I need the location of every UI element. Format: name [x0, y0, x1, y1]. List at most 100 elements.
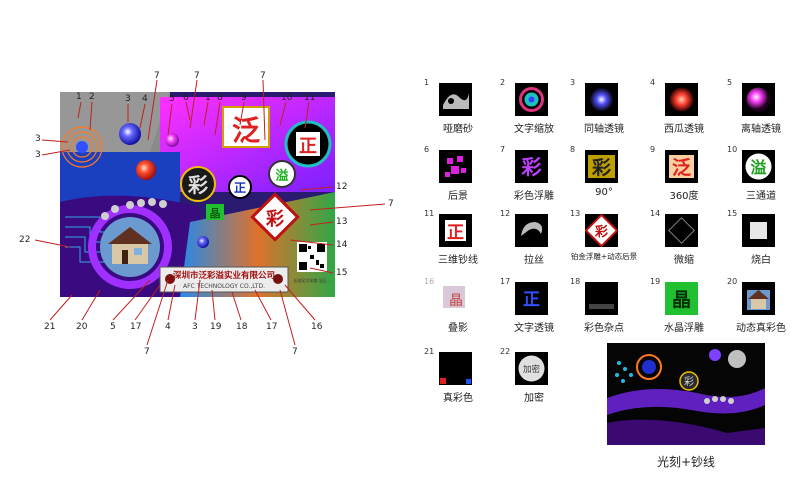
3d-banknote-line-icon: 正 — [439, 214, 472, 247]
dynamic-true-color-icon — [742, 282, 775, 315]
legend-item-overlap-shadow: 16 晶 叠影 — [424, 277, 502, 348]
svg-text:泛: 泛 — [672, 157, 691, 179]
legend-item-crystal-relief: 19 晶 水晶浮雕 — [650, 277, 704, 334]
legend-item-ninety-degree: 8 彩 90° — [570, 145, 648, 216]
burn-white-icon — [742, 214, 775, 247]
legend-item-brushed: 12 拉丝 — [500, 209, 578, 280]
callout-number: 18 — [236, 322, 248, 332]
callout-number: 6 — [183, 93, 189, 103]
platinum-relief-icon: 彩 — [584, 213, 619, 248]
legend-item-three-sixty: 9 泛 360度 — [650, 145, 699, 202]
callout-number: 22 — [19, 235, 31, 245]
legend-item-matte-sand: 1 哑磨砂 — [424, 78, 473, 135]
qr-caption: 长安区文化路 法正... — [293, 277, 330, 283]
callout-number: 15 — [336, 268, 348, 278]
callout-number: 4 — [142, 94, 148, 104]
callout-number: 7 — [194, 71, 200, 81]
legend-item-coaxial-lens: 3 同轴透镜 — [570, 78, 624, 135]
callout-number: 7 — [388, 199, 394, 209]
anti-counterfeit-card: 泛 正 彩 正 溢 晶 彩 — [60, 92, 335, 297]
callout-number: 7 — [144, 347, 150, 357]
fan-glyph: 泛 — [232, 114, 260, 147]
callout-number: 4 — [165, 322, 171, 332]
legend-item-color-relief: 7 彩 彩色浮雕 — [500, 145, 554, 202]
coaxial-lens-icon — [585, 83, 618, 116]
ninety-degree-icon: 彩 — [585, 150, 618, 183]
callout-number: 8 — [217, 93, 223, 103]
callout-number: 17 — [130, 322, 142, 332]
callout-number: 3 — [125, 94, 131, 104]
legend-item-micro-text: 14 微缩 — [650, 209, 728, 280]
diamond-cai-glyph: 彩 — [265, 209, 284, 230]
svg-text:正: 正 — [523, 290, 540, 310]
background-icon — [439, 150, 472, 183]
callout-number: 19 — [210, 322, 222, 332]
svg-text:彩: 彩 — [591, 157, 611, 179]
svg-text:彩: 彩 — [521, 155, 542, 179]
legend-item-color-noise: 18 彩色杂点 — [570, 277, 624, 334]
svg-text:溢: 溢 — [750, 158, 766, 177]
zheng-glyph-small: 正 — [234, 181, 246, 195]
legend-item-encrypted: 22 加密 加密 — [500, 347, 578, 418]
laser-banknote-preview: 彩 — [607, 343, 765, 445]
cai-glyph: 彩 — [187, 173, 208, 197]
color-noise-icon — [585, 282, 618, 315]
callout-number: 7 — [292, 347, 298, 357]
crystal-relief-icon: 晶 — [665, 282, 698, 315]
svg-text:晶: 晶 — [449, 293, 463, 309]
matte-sand-icon — [439, 83, 472, 116]
callout-number: 2 — [89, 92, 95, 102]
watermelon-lens-dot — [136, 160, 156, 180]
preview-cai-glyph: 彩 — [684, 376, 694, 388]
company-name-en: AFC TECHNOLOGY CO.,LTD. — [183, 283, 265, 290]
callout-number: 3 — [35, 150, 41, 160]
three-channel-icon: 溢 — [742, 150, 775, 183]
off-axis-lens-icon — [742, 83, 775, 116]
svg-text:加密: 加密 — [523, 364, 541, 375]
encrypted-icon: 加密 — [515, 352, 548, 385]
callout-number: 7 — [260, 71, 266, 81]
legend-item-true-color: 21 真彩色 — [424, 347, 473, 404]
company-plate — [159, 266, 289, 293]
legend-item-background: 6 后景 — [424, 145, 502, 216]
callout-number: 17 — [266, 322, 278, 332]
legend-item-burn-white: 15 烧白 — [727, 209, 800, 280]
preview-caption: 光刻+钞线 — [656, 455, 716, 469]
callout-number: 13 — [336, 217, 348, 227]
brushed-icon — [515, 214, 548, 247]
coaxial-lens-dot — [119, 123, 141, 145]
guilloche-rosette — [61, 126, 103, 168]
callout-number: 20 — [76, 322, 88, 332]
callout-number: 9 — [241, 93, 247, 103]
legend-item-watermelon-lens: 4 西瓜透镜 — [650, 78, 704, 135]
callout-number: 11 — [304, 93, 316, 103]
legend-item-text-zoom: 2 文字缩放 — [500, 78, 554, 135]
true-color-icon — [439, 352, 472, 385]
callout-number: 3 — [192, 322, 198, 332]
callout-number: 1 — [205, 93, 211, 103]
zheng-glyph-top: 正 — [299, 136, 317, 157]
callout-number: 14 — [336, 240, 348, 250]
svg-text:正: 正 — [447, 223, 464, 243]
legend-item-text-lens: 17 正 文字透镜 — [500, 277, 554, 334]
jing-glyph: 晶 — [210, 207, 221, 220]
callout-number: 5 — [169, 94, 175, 104]
watermelon-lens-icon — [665, 83, 698, 116]
callout-number: 3 — [35, 134, 41, 144]
legend-item-3d-banknote-line: 11 正 三维钞线 — [424, 209, 478, 266]
color-relief-icon: 彩 — [515, 150, 548, 183]
legend-item-three-channel: 10 溢 三通道 — [727, 145, 776, 202]
svg-text:彩: 彩 — [594, 224, 608, 240]
callout-number: 7 — [154, 71, 160, 81]
legend-item-off-axis-lens: 5 离轴透镜 — [727, 78, 781, 135]
yi-glyph: 溢 — [275, 168, 288, 184]
overlap-shadow-icon: 晶 — [439, 282, 472, 315]
legend-item-dynamic-true-color: 20 动态真彩色 — [727, 277, 786, 334]
text-zoom-icon — [515, 83, 548, 116]
legend-item-platinum-relief: 13 彩 铂金浮雕+动态后景 — [570, 209, 638, 261]
micro-text-icon — [665, 214, 698, 247]
callout-number: 5 — [110, 322, 116, 332]
callout-number: 16 — [311, 322, 323, 332]
callout-number: 21 — [44, 322, 56, 332]
callout-number: 10 — [281, 93, 293, 103]
